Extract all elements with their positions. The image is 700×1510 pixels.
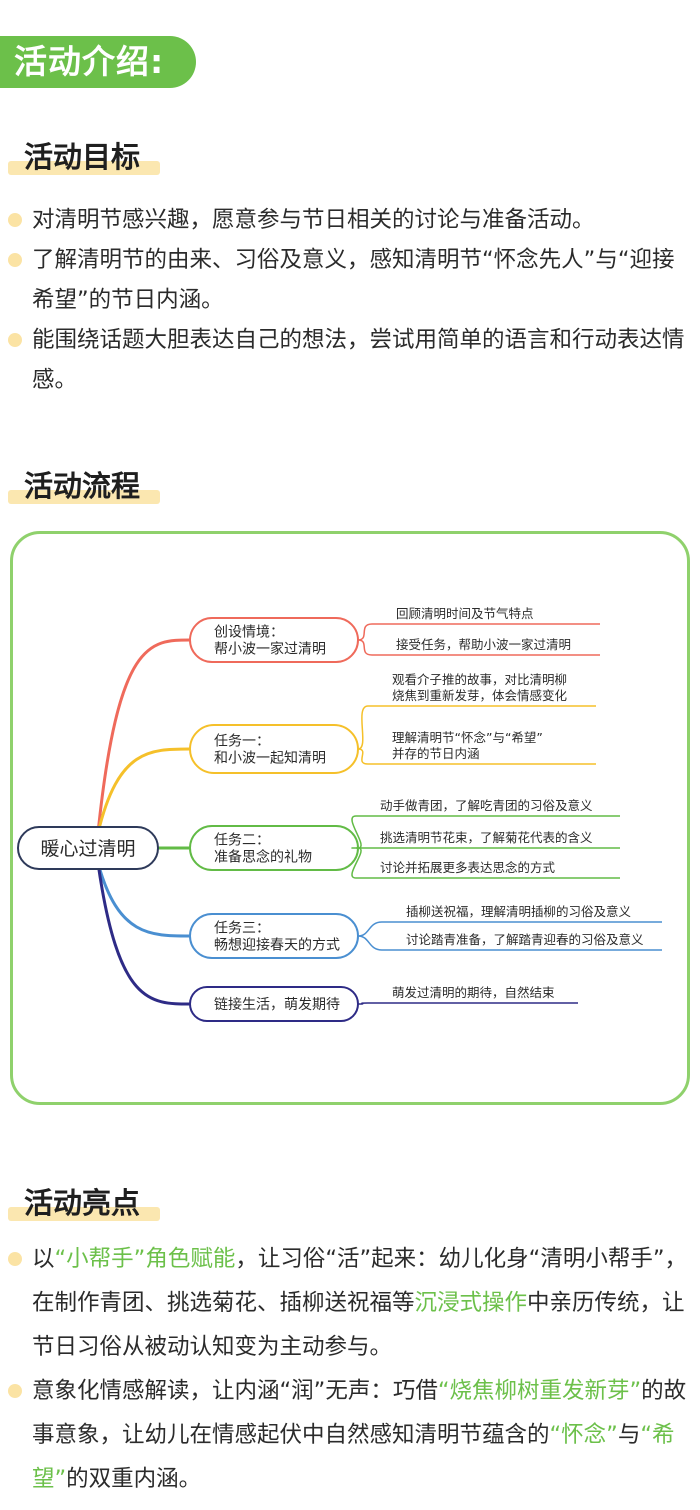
highlight-item-text: 意象化情感解读，让内涵“润”无声：巧借“烧焦柳树重发新芽”的故事意象，让幼儿在情…: [32, 1378, 686, 1492]
branch-label: 任务三：: [214, 921, 270, 937]
highlights-title: 活动亮点: [24, 1186, 141, 1220]
leaf-label: 观看介子推的故事，对比清明柳: [392, 672, 567, 687]
branch-label: 帮小波一家过清明: [214, 641, 326, 658]
bullet-dot: [8, 333, 22, 347]
goals-title-underline: [8, 161, 160, 175]
branch-connector: [96, 862, 191, 1006]
branch-label: 链接生活，萌发期待: [214, 996, 340, 1013]
branch-label: 创设情境：: [214, 625, 284, 641]
body-text: 中亲历传统，让节日习俗从被动认知变为主动参与。: [32, 1290, 685, 1360]
bullet-dot: [8, 1252, 22, 1266]
leaf-label: 讨论并拓展更多表达思念的方式: [380, 860, 556, 875]
leaf-label: 讨论踏青准备，了解踏青迎春的习俗及意义: [406, 932, 644, 947]
leaf-label: 接受任务，帮助小波一家过清明: [396, 637, 571, 652]
branch-label: 准备思念的礼物: [214, 849, 312, 866]
branch-label: 任务一：: [214, 734, 270, 750]
leaf-connector: [357, 639, 373, 656]
bullet-dot: [8, 213, 22, 227]
flow-title: 活动流程: [24, 469, 141, 503]
goal-item: 能围绕话题大胆表达自己的想法，尝试用简单的语言和行动表达情感。: [0, 320, 700, 400]
highlight-item: 以“小帮手”角色赋能，让习俗“活”起来：幼儿化身“清明小帮手”，在制作青团、挑选…: [0, 1237, 700, 1369]
highlight-text: 沉浸式操作: [414, 1290, 528, 1316]
flow-title-underline: [8, 490, 160, 504]
body-text: 的双重内涵。: [66, 1466, 202, 1492]
header-title: 活动介绍:: [14, 42, 165, 81]
bullet-dot: [8, 253, 22, 267]
highlight-text: “烧焦柳树重发新芽”: [437, 1378, 642, 1404]
section-header-pill: 活动介绍:: [0, 36, 196, 88]
leaf-connector: [351, 815, 362, 849]
leaf-label: 动手做青团，了解吃青团的习俗及意义: [380, 798, 593, 813]
leaf-connector: [357, 921, 383, 937]
leaf-label: 萌发过清明的期待，自然结束: [392, 985, 555, 1000]
bullet-dot: [8, 1384, 22, 1398]
leaf-connector: [357, 705, 369, 750]
highlight-text: “小帮手”角色赋能: [54, 1246, 236, 1272]
highlight-text: “希望”: [32, 1422, 675, 1492]
branch-label: 任务二：: [214, 833, 270, 849]
branch-label: 和小波一起知清明: [214, 750, 326, 767]
leaf-label: 插柳送祝福，理解清明插柳的习俗及意义: [406, 904, 632, 919]
goals-title: 活动目标: [24, 140, 141, 174]
body-text: 的故事意象，让幼儿在情感起伏中自然感知清明节蕴含的: [32, 1378, 687, 1448]
goal-item-text: 能围绕话题大胆表达自己的想法，尝试用简单的语言和行动表达情感。: [32, 327, 685, 393]
leaf-connector: [357, 1002, 369, 1005]
body-text: 意象化情感解读，让内涵“润”无声：巧借: [32, 1378, 438, 1404]
leaf-label: 并存的节日内涵: [392, 746, 480, 761]
leaf-label: 理解清明节“怀念”与“希望”: [392, 730, 543, 745]
body-text: 以: [32, 1246, 55, 1272]
highlight-item: 意象化情感解读，让内涵“润”无声：巧借“烧焦柳树重发新芽”的故事意象，让幼儿在情…: [0, 1369, 700, 1501]
goal-item: 对清明节感兴趣，愿意参与节日相关的讨论与准备活动。: [0, 200, 700, 240]
leaf-connector: [351, 847, 362, 879]
mindmap-frame: [10, 531, 690, 1105]
root-node: [17, 826, 159, 870]
goals-list: 对清明节感兴趣，愿意参与节日相关的讨论与准备活动。 了解清明节的由来、习俗及意义…: [0, 200, 700, 400]
branch-label: 畅想迎接春天的方式: [214, 937, 340, 954]
highlights-list: 以“小帮手”角色赋能，让习俗“活”起来：幼儿化身“清明小帮手”，在制作青团、挑选…: [0, 1237, 700, 1501]
body-text: 与: [617, 1422, 641, 1448]
leaf-connector: [357, 935, 383, 951]
body-text: ，让习俗“活”起来：幼儿化身“清明小帮手”，在制作青团、挑选菊花、插柳送祝福等: [32, 1246, 687, 1316]
branch-connector: [96, 862, 191, 938]
leaf-connector: [357, 623, 373, 641]
goal-item-text: 对清明节感兴趣，愿意参与节日相关的讨论与准备活动。: [32, 207, 595, 233]
goal-item: 了解清明节的由来、习俗及意义，感知清明节“怀念先人”与“迎接希望”的节日内涵。: [0, 240, 700, 320]
leaf-label: 烧焦到重新发芽，体会情感变化: [392, 688, 568, 703]
highlights-title-underline: [8, 1207, 160, 1221]
leaf-label: 挑选清明节花束，了解菊花代表的含义: [380, 830, 593, 845]
branch-connector: [96, 638, 191, 834]
root-label: 暖心过清明: [40, 838, 135, 860]
branch-connector: [96, 747, 191, 834]
goal-item-text: 了解清明节的由来、习俗及意义，感知清明节“怀念先人”与“迎接希望”的节日内涵。: [32, 247, 675, 313]
leaf-connector: [357, 748, 369, 765]
leaf-label: 回顾清明时间及节气特点: [396, 606, 534, 621]
highlight-item-text: 以“小帮手”角色赋能，让习俗“活”起来：幼儿化身“清明小帮手”，在制作青团、挑选…: [32, 1246, 687, 1360]
highlight-text: “怀念”: [549, 1422, 618, 1448]
